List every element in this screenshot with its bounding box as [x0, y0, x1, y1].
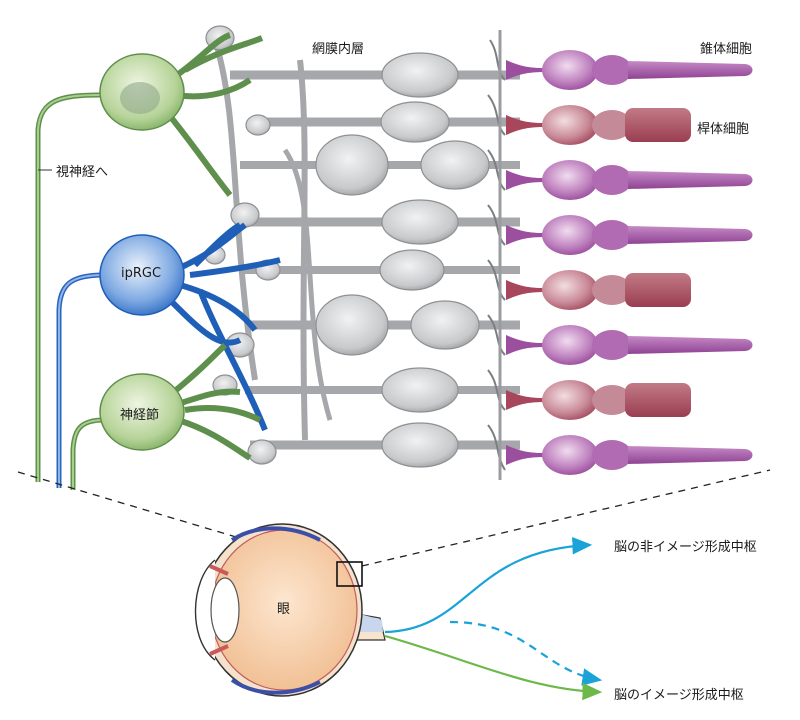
eye-illustration [194, 523, 386, 697]
cone-cells-label: 錐体細胞 [700, 42, 753, 57]
optic-nerve-label: 視神経へ [56, 165, 109, 180]
output-pathways [384, 536, 603, 701]
rod-cells-label: 桿体細胞 [697, 122, 750, 137]
arrow-image-forming [384, 634, 603, 701]
interneuron-layer [204, 25, 520, 468]
zoom-projection-lines [17, 469, 771, 569]
rod-photoreceptor [506, 105, 691, 145]
synaptic-fringe [487, 30, 506, 480]
image-forming-label: 脳のイメージ形成中枢 [614, 688, 744, 703]
iprgc-label: ipRGC [121, 266, 162, 281]
cone-photoreceptor [506, 160, 753, 200]
rod-photoreceptor [506, 270, 691, 310]
arrow-dashed [449, 620, 603, 686]
ganglion-cell-bottom [99, 342, 262, 461]
non-image-forming-label: 脳の非イメージ形成中枢 [614, 540, 757, 555]
optic-nerve-axons [35, 92, 105, 490]
cone-photoreceptor [506, 435, 753, 475]
cone-photoreceptor [506, 50, 753, 90]
ganglion-label: 神経節 [120, 408, 160, 423]
cone-photoreceptor [506, 325, 753, 365]
eye-label: 眼 [277, 602, 291, 617]
cone-photoreceptor [506, 215, 753, 255]
photoreceptor-layer [506, 50, 753, 475]
ganglion-cell-top [99, 32, 264, 197]
arrow-non-image-forming [384, 536, 593, 634]
iprgc-cell [99, 222, 281, 432]
rod-photoreceptor [506, 380, 691, 420]
inner-plexiform-label: 網膜内層 [312, 42, 365, 57]
